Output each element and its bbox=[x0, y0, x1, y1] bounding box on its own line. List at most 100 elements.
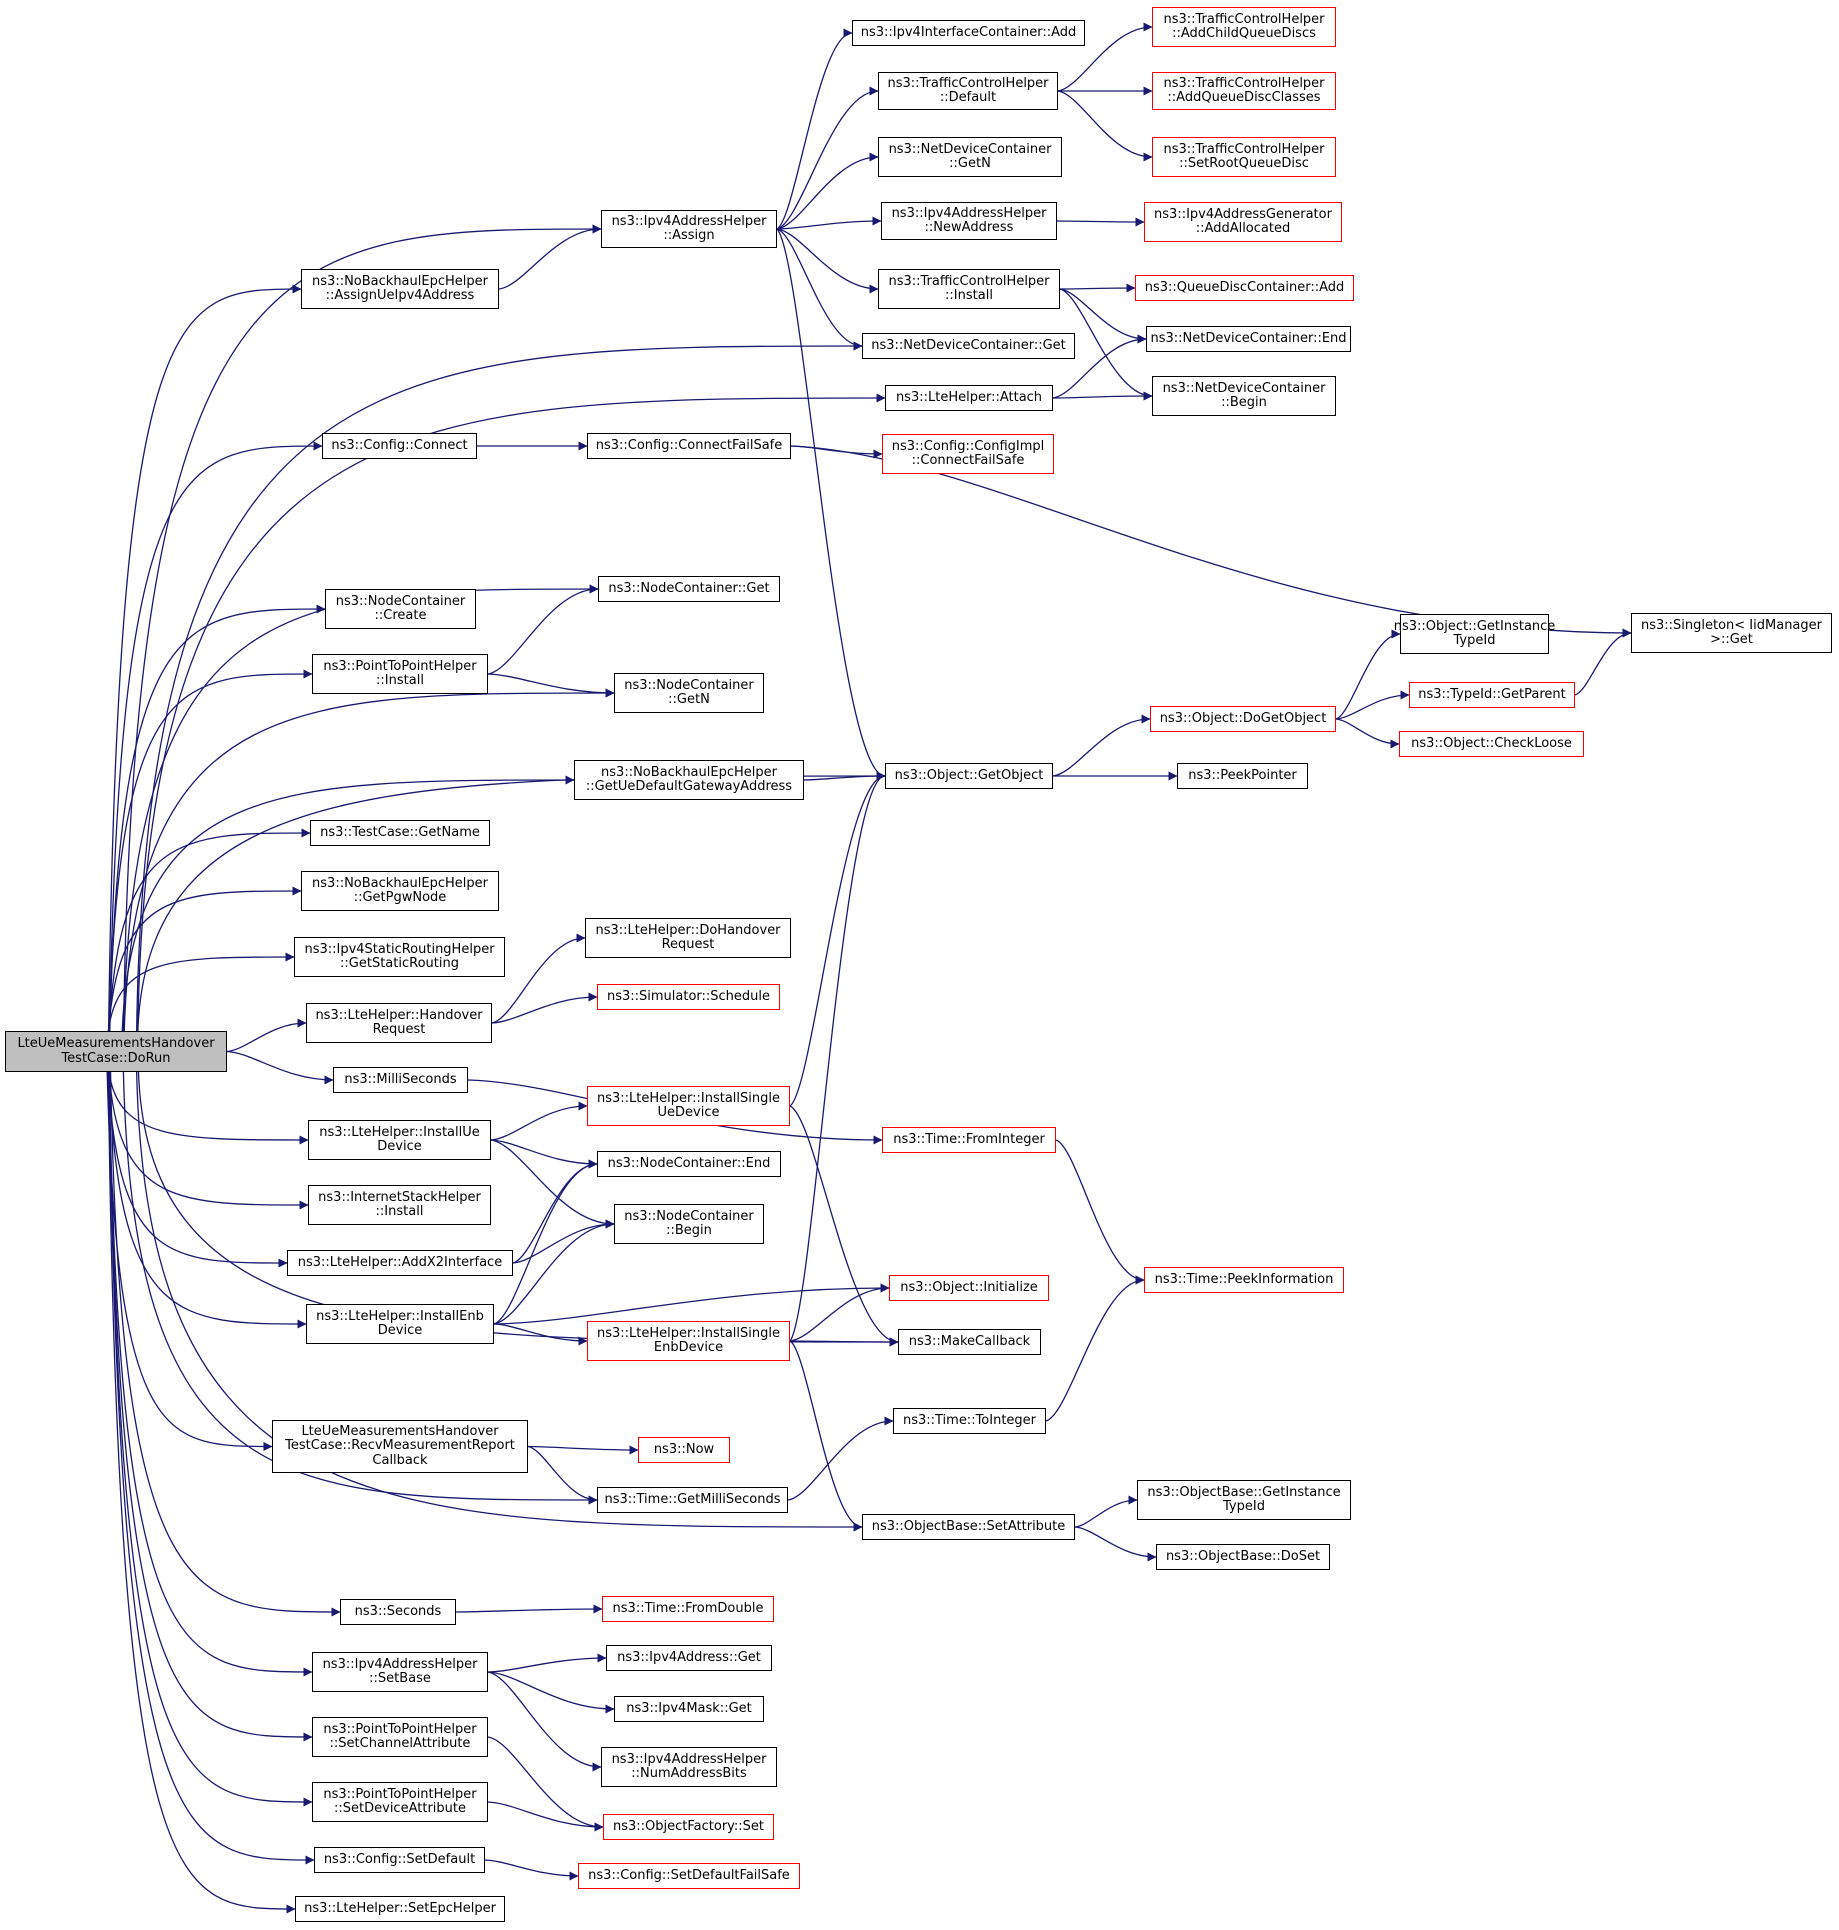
node-label-line: ns3::QueueDiscContainer::Add bbox=[1144, 279, 1345, 295]
call-graph-node-tchSetRoot[interactable]: ns3::TrafficControlHelper::SetRootQueueD… bbox=[1152, 137, 1336, 177]
node-label-line: ::GetN bbox=[949, 156, 991, 171]
call-graph-node-ndcBegin[interactable]: ns3::NetDeviceContainer::Begin bbox=[1152, 376, 1336, 416]
call-graph-node-ipv4MaskGet[interactable]: ns3::Ipv4Mask::Get bbox=[614, 1696, 764, 1722]
call-graph-node-milliSeconds[interactable]: ns3::MilliSeconds bbox=[333, 1067, 468, 1093]
call-graph-node-ipv4IfcAdd[interactable]: ns3::Ipv4InterfaceContainer::Add bbox=[852, 20, 1085, 46]
node-label-line: ns3::Ipv4AddressHelper bbox=[891, 205, 1047, 221]
call-graph-node-timeToInteger[interactable]: ns3::Time::ToInteger bbox=[893, 1408, 1046, 1434]
call-graph-node-ipv4GenAlloc[interactable]: ns3::Ipv4AddressGenerator::AddAllocated bbox=[1144, 202, 1342, 242]
node-label-line: ns3::Config::SetDefault bbox=[323, 1851, 476, 1867]
node-label-line: Device bbox=[377, 1323, 423, 1338]
node-label-line: ::AddQueueDiscClasses bbox=[1167, 90, 1321, 105]
call-graph-node-ipv4NumBits[interactable]: ns3::Ipv4AddressHelper::NumAddressBits bbox=[601, 1747, 777, 1787]
call-graph-node-cfgConnectFS[interactable]: ns3::Config::ConnectFailSafe bbox=[587, 433, 791, 459]
call-graph-node-cfgImplConnect[interactable]: ns3::Config::ConfigImpl::ConnectFailSafe bbox=[882, 434, 1054, 474]
call-graph-node-timeFromInteger[interactable]: ns3::Time::FromInteger bbox=[882, 1127, 1056, 1153]
call-graph-node-lteAddX2[interactable]: ns3::LteHelper::AddX2Interface bbox=[287, 1250, 513, 1276]
call-graph-node-getUeGw[interactable]: ns3::NoBackhaulEpcHelper::GetUeDefaultGa… bbox=[574, 760, 804, 800]
call-graph-node-ncGet[interactable]: ns3::NodeContainer::Get bbox=[598, 576, 780, 602]
call-edge-lteInstallEnb-to-objInitialize bbox=[493, 1283, 890, 1325]
call-graph-node-objGetObject[interactable]: ns3::Object::GetObject bbox=[885, 763, 1053, 789]
call-graph-node-simSchedule[interactable]: ns3::Simulator::Schedule bbox=[597, 984, 780, 1010]
call-graph-node-ipv4SetBase[interactable]: ns3::Ipv4AddressHelper::SetBase bbox=[312, 1652, 488, 1692]
call-graph-node-ndcGetN[interactable]: ns3::NetDeviceContainer::GetN bbox=[878, 137, 1062, 177]
call-edge-lteInstallSingleEnb-to-objBaseSetAttr bbox=[789, 1340, 863, 1532]
call-graph-node-ipv4NewAddr[interactable]: ns3::Ipv4AddressHelper::NewAddress bbox=[881, 202, 1057, 240]
call-graph-node-ncCreate[interactable]: ns3::NodeContainer::Create bbox=[325, 589, 476, 629]
call-graph-node-tidGetParent[interactable]: ns3::TypeId::GetParent bbox=[1409, 682, 1575, 708]
node-label-line: TestCase::DoRun bbox=[61, 1050, 171, 1066]
call-edge-lteInstallEnb-to-ncEnd bbox=[493, 1159, 598, 1325]
call-graph-node-p2pSetChanAttr[interactable]: ns3::PointToPointHelper::SetChannelAttri… bbox=[312, 1717, 488, 1757]
node-label-line: ns3::PointToPointHelper bbox=[323, 1721, 477, 1737]
call-edge-getUeGw-to-objGetObject bbox=[803, 771, 886, 781]
call-graph-node-objBaseDoSet[interactable]: ns3::ObjectBase::DoSet bbox=[1156, 1544, 1330, 1570]
call-graph-node-objBaseSetAttr[interactable]: ns3::ObjectBase::SetAttribute bbox=[862, 1514, 1075, 1540]
call-graph-node-objDoGetObject[interactable]: ns3::Object::DoGetObject bbox=[1150, 706, 1336, 732]
call-graph-node-ncEnd[interactable]: ns3::NodeContainer::End bbox=[597, 1151, 781, 1177]
call-graph-node-ipv4AddrGet[interactable]: ns3::Ipv4Address::Get bbox=[606, 1645, 772, 1671]
call-edge-ipv4Assign-to-objGetObject bbox=[776, 228, 886, 781]
call-graph-node-objCheckLoose[interactable]: ns3::Object::CheckLoose bbox=[1399, 731, 1584, 757]
call-edge-root-to-recvMeasCb bbox=[106, 1071, 273, 1451]
call-edge-root-to-timeGetMs bbox=[122, 1071, 598, 1505]
call-graph-node-getPgwNode[interactable]: ns3::NoBackhaulEpcHelper::GetPgwNode bbox=[301, 871, 499, 911]
call-graph-node-p2pInstall[interactable]: ns3::PointToPointHelper::Install bbox=[312, 654, 488, 694]
call-graph-node-objFactorySet[interactable]: ns3::ObjectFactory::Set bbox=[603, 1814, 774, 1840]
call-graph-node-getStaticRouting[interactable]: ns3::Ipv4StaticRoutingHelper::GetStaticR… bbox=[294, 937, 505, 977]
call-edge-p2pSetDevAttr-to-objFactorySet bbox=[487, 1801, 604, 1832]
node-label-line: ::SetDeviceAttribute bbox=[334, 1801, 466, 1816]
node-label-line: ::ConnectFailSafe bbox=[911, 453, 1025, 468]
node-label-line: ns3::MakeCallback bbox=[908, 1333, 1031, 1349]
call-graph-node-lteSetEpcHelper[interactable]: ns3::LteHelper::SetEpcHelper bbox=[295, 1896, 505, 1922]
node-label-line: ns3::ObjectBase::GetInstance bbox=[1147, 1484, 1341, 1500]
call-graph-node-cfgSetDefault[interactable]: ns3::Config::SetDefault bbox=[314, 1847, 485, 1873]
call-graph-node-now[interactable]: ns3::Now bbox=[638, 1437, 730, 1463]
call-graph-node-tcGetName[interactable]: ns3::TestCase::GetName bbox=[310, 820, 490, 846]
node-label-line: ns3::TrafficControlHelper bbox=[888, 273, 1050, 289]
call-graph-node-singletonGet[interactable]: ns3::Singleton< IidManager >::Get bbox=[1631, 613, 1832, 653]
call-graph-node-ndcGet[interactable]: ns3::NetDeviceContainer::Get bbox=[862, 333, 1075, 359]
call-graph-node-qdcAdd[interactable]: ns3::QueueDiscContainer::Add bbox=[1135, 275, 1354, 301]
node-label-line: ::SetChannelAttribute bbox=[329, 1736, 471, 1751]
call-graph-node-objInitialize[interactable]: ns3::Object::Initialize bbox=[889, 1275, 1049, 1301]
call-graph-node-makeCallback[interactable]: ns3::MakeCallback bbox=[898, 1329, 1041, 1355]
call-graph-node-tchDefault[interactable]: ns3::TrafficControlHelper::Default bbox=[878, 72, 1058, 110]
call-graph-node-assignUeIpv4[interactable]: ns3::NoBackhaulEpcHelper::AssignUeIpv4Ad… bbox=[301, 269, 499, 309]
call-edge-objDoGetObject-to-tidGetParent bbox=[1335, 690, 1410, 720]
call-graph-node-cfgConnect[interactable]: ns3::Config::Connect bbox=[322, 433, 477, 459]
call-graph-node-tchAddChild[interactable]: ns3::TrafficControlHelper::AddChildQueue… bbox=[1152, 7, 1336, 47]
call-graph-node-timeGetMs[interactable]: ns3::Time::GetMilliSeconds bbox=[597, 1487, 788, 1513]
call-graph-node-lteAttach[interactable]: ns3::LteHelper::Attach bbox=[885, 385, 1053, 411]
call-graph-node-seconds[interactable]: ns3::Seconds bbox=[340, 1599, 456, 1625]
call-graph-node-tchInstall[interactable]: ns3::TrafficControlHelper::Install bbox=[878, 269, 1060, 309]
call-edge-tchInstall-to-qdcAdd bbox=[1059, 283, 1136, 293]
call-graph-node-ndcEnd[interactable]: ns3::NetDeviceContainer::End bbox=[1146, 326, 1351, 352]
call-graph-node-p2pSetDevAttr[interactable]: ns3::PointToPointHelper::SetDeviceAttrib… bbox=[312, 1782, 488, 1822]
call-graph-node-timeFromDouble[interactable]: ns3::Time::FromDouble bbox=[602, 1596, 774, 1622]
call-graph-node-tchAddClasses[interactable]: ns3::TrafficControlHelper::AddQueueDiscC… bbox=[1152, 72, 1336, 110]
call-graph-node-ncGetN[interactable]: ns3::NodeContainer::GetN bbox=[614, 673, 764, 713]
call-edge-root-to-tcGetName bbox=[108, 828, 311, 1032]
node-label-line: Request bbox=[372, 1022, 426, 1037]
call-graph-node-inetStackInstall[interactable]: ns3::InternetStackHelper::Install bbox=[308, 1185, 491, 1225]
call-graph-node-timePeekInfo[interactable]: ns3::Time::PeekInformation bbox=[1144, 1267, 1344, 1293]
node-label-line: ns3::TrafficControlHelper bbox=[1163, 11, 1325, 27]
call-graph-node-ipv4Assign[interactable]: ns3::Ipv4AddressHelper::Assign bbox=[601, 210, 777, 248]
call-edge-root-to-ndcGet bbox=[136, 341, 863, 1032]
call-graph-node-cfgSetDefaultFS[interactable]: ns3::Config::SetDefaultFailSafe bbox=[578, 1863, 800, 1889]
call-graph-node-ncBegin[interactable]: ns3::NodeContainer::Begin bbox=[614, 1204, 764, 1244]
node-label-line: ::Default bbox=[939, 90, 997, 105]
call-graph-node-peekPointer[interactable]: ns3::PeekPointer bbox=[1177, 763, 1308, 789]
